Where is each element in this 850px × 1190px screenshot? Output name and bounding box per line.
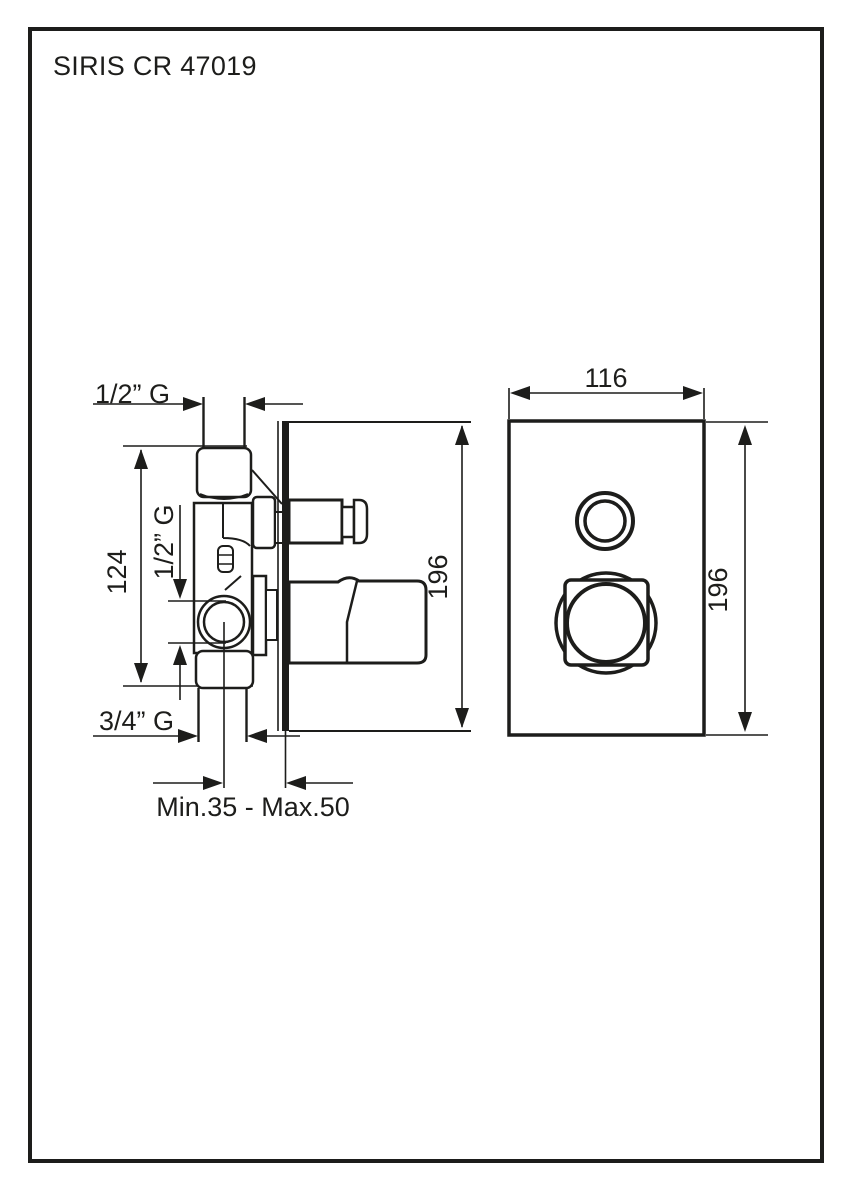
plate-width-value: 116: [584, 363, 627, 393]
cartridge-detail: [217, 545, 234, 573]
side-diverter-button: [287, 498, 369, 545]
arrowhead-right-icon: [683, 386, 703, 400]
arrowhead-down-icon: [455, 708, 469, 728]
pipe-lines: [197, 688, 248, 742]
side-mounting-depth-dimension: Min.35 - Max.50: [153, 622, 353, 822]
side-top-pipe-dimension: 1/2” G: [93, 379, 303, 411]
side-plate-height-dimension: 196: [423, 425, 469, 728]
arrowhead-down-icon: [173, 579, 187, 599]
arrowhead-left-icon: [247, 729, 267, 743]
arrowhead-down-icon: [134, 663, 148, 683]
front-view: 116 196: [507, 363, 768, 737]
arrowhead-down-icon: [738, 712, 752, 732]
side-view: 1/2” G 124 1/2” G: [93, 379, 471, 822]
cartridge-lines: [218, 554, 233, 565]
body-step-lines: [222, 503, 251, 547]
arrowhead-up-icon: [738, 425, 752, 445]
arrowhead-right-icon: [183, 397, 203, 411]
outlet-reference-lines: [168, 600, 226, 644]
body-height-value: 124: [102, 549, 132, 594]
knob-square: [563, 578, 650, 667]
front-handle-knob: [554, 571, 658, 675]
button-body: [287, 498, 344, 545]
arrowhead-left-icon: [286, 776, 306, 790]
arrowhead-up-icon: [134, 449, 148, 469]
fitting-bottom-arc: [199, 493, 249, 500]
plate-section-bar: [282, 421, 289, 731]
front-diverter-ring: [575, 491, 635, 551]
ring-inner: [583, 499, 627, 543]
arrowhead-left-icon: [245, 397, 265, 411]
arrowhead-right-icon: [203, 776, 223, 790]
handle-outline: [287, 576, 428, 665]
plate-edge-lines: [289, 421, 471, 732]
product-title: SIRIS CR 47019: [53, 51, 257, 81]
diverter-collar-step: [274, 511, 284, 544]
bottom-connection-label: 3/4” G: [99, 706, 174, 736]
arrowhead-up-icon: [173, 645, 187, 665]
diverter-collar: [251, 495, 277, 550]
button-neck: [340, 505, 356, 539]
dim-line: [706, 421, 768, 736]
plate-height-value: 196: [423, 554, 453, 599]
body-chamfer-line: [251, 469, 283, 505]
arrowhead-up-icon: [455, 425, 469, 445]
cartridge-collar: [251, 574, 268, 657]
side-wall-plate: [277, 421, 471, 732]
side-bottom-pipe-dimension: 3/4” G: [93, 688, 300, 743]
extension-lines: [223, 622, 287, 788]
front-plate-height-dimension: 196: [703, 421, 768, 736]
side-valve-body: [168, 446, 284, 690]
knob-front-circle: [565, 582, 647, 664]
side-top-pipe: [202, 397, 246, 448]
front-plate-width-dimension: 116: [508, 363, 705, 419]
cartridge-collar-step: [265, 589, 278, 641]
outlet-label: 1/2” G: [149, 504, 179, 579]
side-handle: [287, 576, 428, 665]
body-detail-line: [224, 575, 242, 591]
mounting-depth-value: Min.35 - Max.50: [156, 792, 350, 822]
top-fitting: [195, 446, 253, 499]
side-outlet-dimension: 1/2” G: [149, 504, 187, 700]
button-cap: [352, 498, 369, 545]
pipe-lines: [202, 397, 246, 448]
plate-height-value: 196: [703, 567, 733, 612]
dim-line: [508, 388, 705, 419]
ring-outer: [575, 491, 635, 551]
handle-lever-lines: [345, 580, 359, 663]
arrowhead-left-icon: [510, 386, 530, 400]
arrowhead-right-icon: [178, 729, 198, 743]
front-plate: [507, 419, 706, 737]
